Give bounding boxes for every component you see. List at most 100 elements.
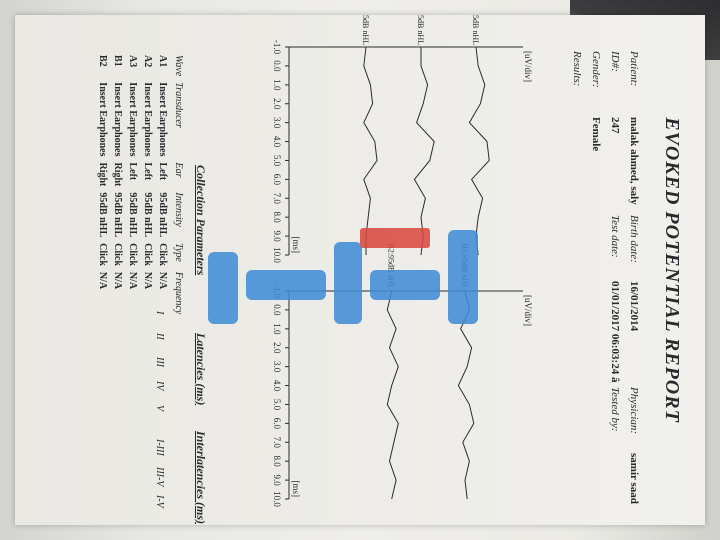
latency-header-i: I <box>154 311 165 315</box>
physician-label: Physician: <box>628 387 640 435</box>
cell-type: Click <box>97 243 108 266</box>
latency-header-ii: II <box>154 333 165 340</box>
cell-frequency: N/A <box>97 271 108 290</box>
x-tick-label: 8.0 <box>272 212 282 224</box>
gender-label: Gender: <box>590 51 602 88</box>
header-frequency: Frequency <box>173 271 184 315</box>
cell-transducer: Insert Earphones <box>142 82 153 157</box>
report-title: EVOKED POTENTIAL REPORT <box>661 117 683 423</box>
cell-intensity: 95dB nHL <box>127 192 138 238</box>
interlatency-header-iii-v: III-V <box>154 467 165 487</box>
x-tick-label: 8.0 <box>272 456 282 468</box>
table-row: A2 Insert Earphones Left 95dB nHL Click … <box>140 55 155 320</box>
cell-wave: A3 <box>127 55 138 68</box>
x-tick-label: 3.0 <box>272 361 282 373</box>
header-type: Type <box>173 243 184 262</box>
x-axis-label: [ms] <box>291 237 301 254</box>
header-transducer: Transducer <box>173 82 184 128</box>
birth-label: Birth date: <box>628 215 640 263</box>
table-row: A3 Insert Earphones Left 95dB nHL Click … <box>125 55 140 320</box>
cell-wave: A2 <box>142 55 153 68</box>
waveform-line <box>386 290 399 500</box>
waveform-chart-a: [uV/div][ms]-1.00.01.02.03.04.05.06.07.0… <box>272 15 533 263</box>
latency-header-iii: III <box>154 357 165 367</box>
birth-value: 16/01/2014 <box>628 281 640 332</box>
header-intensity: Intensity <box>173 192 184 227</box>
cell-type: Click <box>112 243 123 266</box>
interlatencies-title: Interlatencies (ms) <box>194 431 208 524</box>
waveform-chart-b: [uV/div] [ms] -1.0 0.0 1.0 2.0 3.0 4.0 5.0 6.0 7.0… <box>272 243 533 507</box>
x-axis-label: [ms] <box>291 481 301 498</box>
cell-wave: B2 <box>97 55 108 67</box>
x-tick-label: 10.0 <box>272 491 282 507</box>
series-label: A1:95dB nHL <box>471 15 480 45</box>
x-tick-label: 0.0 <box>272 60 282 72</box>
series-label: B2:95dB nHL <box>387 243 396 289</box>
cell-frequency: N/A <box>142 271 153 290</box>
cell-type: Click <box>157 243 168 266</box>
x-tick-label: 5.0 <box>272 155 282 167</box>
x-tick-label: 2.0 <box>272 342 282 354</box>
x-tick-label: 6.0 <box>272 418 282 430</box>
x-tick-label: 3.0 <box>272 117 282 129</box>
x-tick-label: 0.0 <box>272 304 282 316</box>
latency-header-iv: IV <box>154 381 165 391</box>
physician-value: samir saad <box>628 453 640 504</box>
collection-header-row: Wave Transducer Ear Intensity Type Frequ… <box>170 55 185 320</box>
patient-value: malak ahmed, saly <box>628 117 640 205</box>
x-tick-label: 5.0 <box>272 399 282 411</box>
cell-type: Click <box>127 243 138 266</box>
cell-transducer: Insert Earphones <box>112 82 123 157</box>
report-sheet: EVOKED POTENTIAL REPORT Patient:malak ah… <box>15 15 705 525</box>
x-tick-label: -1.0 <box>272 284 282 299</box>
cell-ear: Right <box>97 162 108 187</box>
cell-transducer: Insert Earphones <box>97 82 108 157</box>
header-wave: Wave <box>173 55 184 77</box>
cell-ear: Left <box>127 162 138 181</box>
id-label: ID#: <box>609 51 621 72</box>
x-tick-label: 10.0 <box>272 247 282 263</box>
header-ear: Ear <box>173 162 184 178</box>
x-tick-label: 1.0 <box>272 79 282 91</box>
test-label: Test date: <box>609 215 621 258</box>
x-tick-label: 7.0 <box>272 437 282 449</box>
cell-frequency: N/A <box>127 271 138 290</box>
series-label: A2:95dB nHL <box>416 15 425 45</box>
patient-info-block: Patient:malak ahmed, saly ID#:247 Gender… <box>567 51 643 205</box>
cell-intensity: 95dB nHL <box>112 192 123 238</box>
collection-title: Collection Parameters <box>194 165 208 276</box>
cell-wave: B1 <box>112 55 123 67</box>
table-row: B1 Insert Earphones Right 95dB nHL Click… <box>110 55 125 320</box>
collection-table: Wave Transducer Ear Intensity Type Frequ… <box>95 55 185 320</box>
cell-ear: Right <box>112 162 123 187</box>
results-label: Results: <box>571 51 583 87</box>
cell-intensity: 95dB nHL <box>97 192 108 238</box>
y-axis-label: [uV/div] <box>523 295 533 326</box>
waveform-line <box>413 47 435 256</box>
cell-ear: Left <box>142 162 153 181</box>
x-tick-label: 4.0 <box>272 136 282 148</box>
cell-intensity: 95dB nHL <box>142 192 153 238</box>
x-tick-label: 7.0 <box>272 193 282 205</box>
latency-header-v: V <box>154 405 165 412</box>
series-label: B1:95dB nHL <box>460 243 469 289</box>
x-tick-label: 9.0 <box>272 474 282 486</box>
x-tick-label: 2.0 <box>272 98 282 110</box>
table-row: B2 Insert Earphones Right 95dB nHL Click… <box>95 55 110 320</box>
x-tick-label: 4.0 <box>272 380 282 392</box>
waveform-line <box>468 46 490 256</box>
interlatency-header-i-v: I-V <box>154 495 165 508</box>
cell-wave: A1 <box>157 55 168 68</box>
x-tick-label: 1.0 <box>272 323 282 335</box>
cell-transducer: Insert Earphones <box>127 82 138 157</box>
cell-intensity: 95dB nHL <box>157 192 168 238</box>
table-row: A1 Insert Earphones Left 95dB nHL Click … <box>155 55 170 320</box>
waveform-line <box>363 46 378 255</box>
series-label: A3:95dB nHL <box>361 15 370 45</box>
latencies-title: Latencies (ms) <box>194 333 208 406</box>
x-tick-label: -1.0 <box>272 40 282 55</box>
chart-right-ear: [uV/div] [ms] -1.0 0.0 1.0 2.0 3.0 4.0 5.0 6.0 7.0… <box>265 243 535 517</box>
tested-label: Tested by: <box>609 387 621 432</box>
cell-transducer: Insert Earphones <box>157 82 168 157</box>
